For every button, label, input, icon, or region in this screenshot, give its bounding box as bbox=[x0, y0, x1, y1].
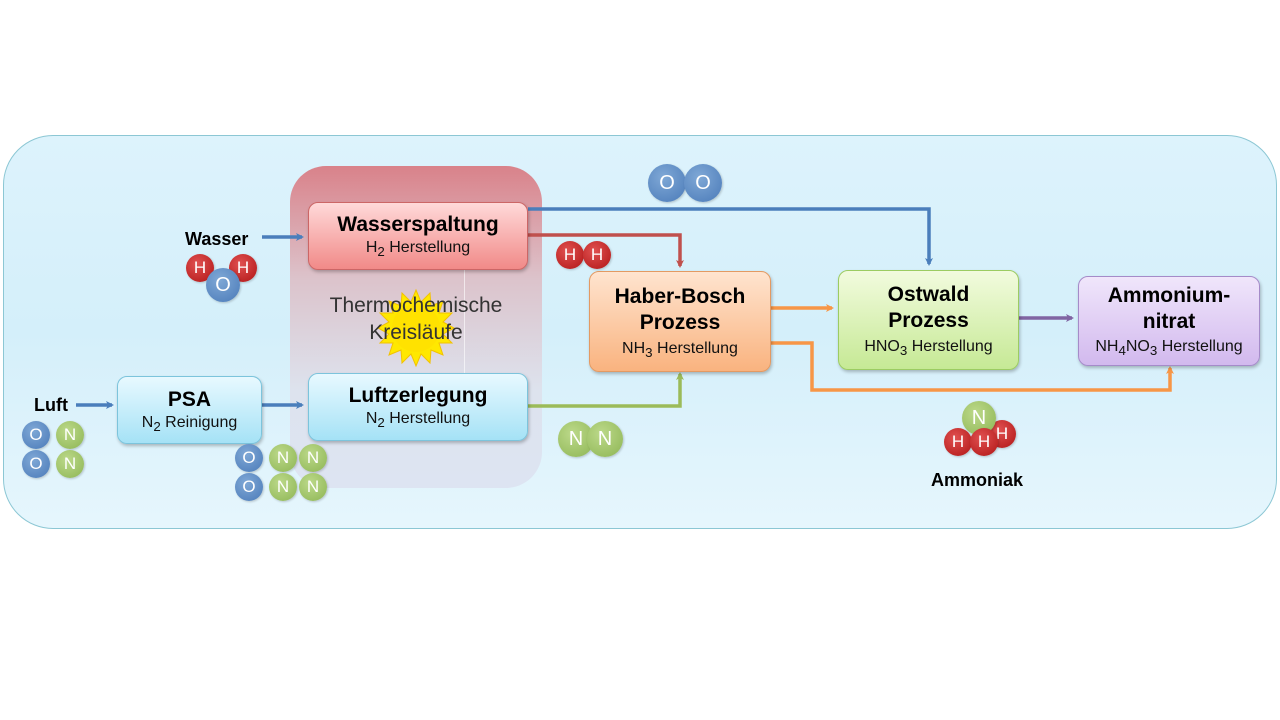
ostwald-title-1: Ostwald bbox=[887, 283, 970, 306]
thermo-line-2: Kreisläufe bbox=[369, 321, 463, 344]
ammonium-subtitle: NH4NO3 Herstellung bbox=[1095, 338, 1243, 359]
ammonia-h-atom: H bbox=[944, 428, 972, 456]
ammoniumnitrat-box[interactable]: Ammonium- nitrat NH4NO3 Herstellung bbox=[1078, 276, 1260, 366]
psa-subtitle: N2 Reinigung bbox=[141, 414, 238, 435]
arrow-oxygen-to-ostwald bbox=[528, 207, 933, 266]
luftzerlegung-title: Luftzerlegung bbox=[348, 384, 488, 407]
psa-n-atom: N bbox=[299, 473, 327, 501]
luftzerlegung-subtitle: N2 Herstellung bbox=[365, 410, 471, 431]
ammonia-h-atom: H bbox=[970, 428, 998, 456]
psa-n-atom: N bbox=[269, 473, 297, 501]
luftzerlegung-box[interactable]: Luftzerlegung N2 Herstellung bbox=[308, 373, 528, 441]
ostwald-subtitle: HNO3 Herstellung bbox=[864, 338, 993, 359]
water-h-atom: H bbox=[186, 254, 214, 282]
haber-subtitle: NH3 Herstellung bbox=[622, 340, 738, 361]
thermo-line-1: Thermochemische bbox=[329, 294, 503, 317]
haber-title-1: Haber-Bosch bbox=[614, 285, 746, 308]
luft-label: Luft bbox=[34, 395, 68, 415]
oxygen-atom: O bbox=[648, 164, 686, 202]
ostwald-title-2: Prozess bbox=[888, 309, 969, 332]
air-o-atom: O bbox=[22, 450, 50, 478]
ammonium-title-1: Ammonium- bbox=[1107, 284, 1231, 307]
hydrogen-atom: H bbox=[556, 241, 584, 269]
psa-n-atom: N bbox=[299, 444, 327, 472]
thermochemical-cycles-label: Thermochemische Kreisläufe bbox=[290, 292, 542, 346]
ammoniak-label: Ammoniak bbox=[931, 470, 1024, 490]
nitrogen-atom: N bbox=[587, 421, 623, 457]
arrow-haber-to-ammonium bbox=[770, 341, 1174, 392]
wasserspaltung-subtitle: H2 Herstellung bbox=[365, 239, 471, 260]
wasserspaltung-title: Wasserspaltung bbox=[337, 213, 499, 236]
oxygen-atom: O bbox=[684, 164, 722, 202]
wasser-label: Wasser bbox=[185, 229, 249, 249]
ostwald-box[interactable]: Ostwald Prozess HNO3 Herstellung bbox=[838, 270, 1019, 370]
air-n-atom: N bbox=[56, 421, 84, 449]
water-o-atom: O bbox=[206, 268, 240, 302]
ammonium-title-2: nitrat bbox=[1142, 310, 1196, 333]
hydrogen-atom: H bbox=[583, 241, 611, 269]
psa-n-atom: N bbox=[269, 444, 297, 472]
psa-title: PSA bbox=[167, 388, 212, 411]
ammonia-n-atom: N bbox=[962, 401, 996, 435]
air-n-atom: N bbox=[56, 450, 84, 478]
arrow-hydrogen-to-haber bbox=[528, 233, 684, 268]
psa-o-atom: O bbox=[235, 473, 263, 501]
arrow-nitrogen-to-haber bbox=[528, 372, 684, 408]
haber-bosch-box[interactable]: Haber-Bosch Prozess NH3 Herstellung bbox=[589, 271, 771, 372]
psa-o-atom: O bbox=[235, 444, 263, 472]
haber-title-2: Prozess bbox=[639, 311, 721, 334]
sun-icon bbox=[376, 288, 456, 368]
wasserspaltung-box[interactable]: Wasserspaltung H2 Herstellung bbox=[308, 202, 528, 270]
psa-box[interactable]: PSA N2 Reinigung bbox=[117, 376, 262, 444]
air-o-atom: O bbox=[22, 421, 50, 449]
region-divider bbox=[464, 268, 465, 418]
